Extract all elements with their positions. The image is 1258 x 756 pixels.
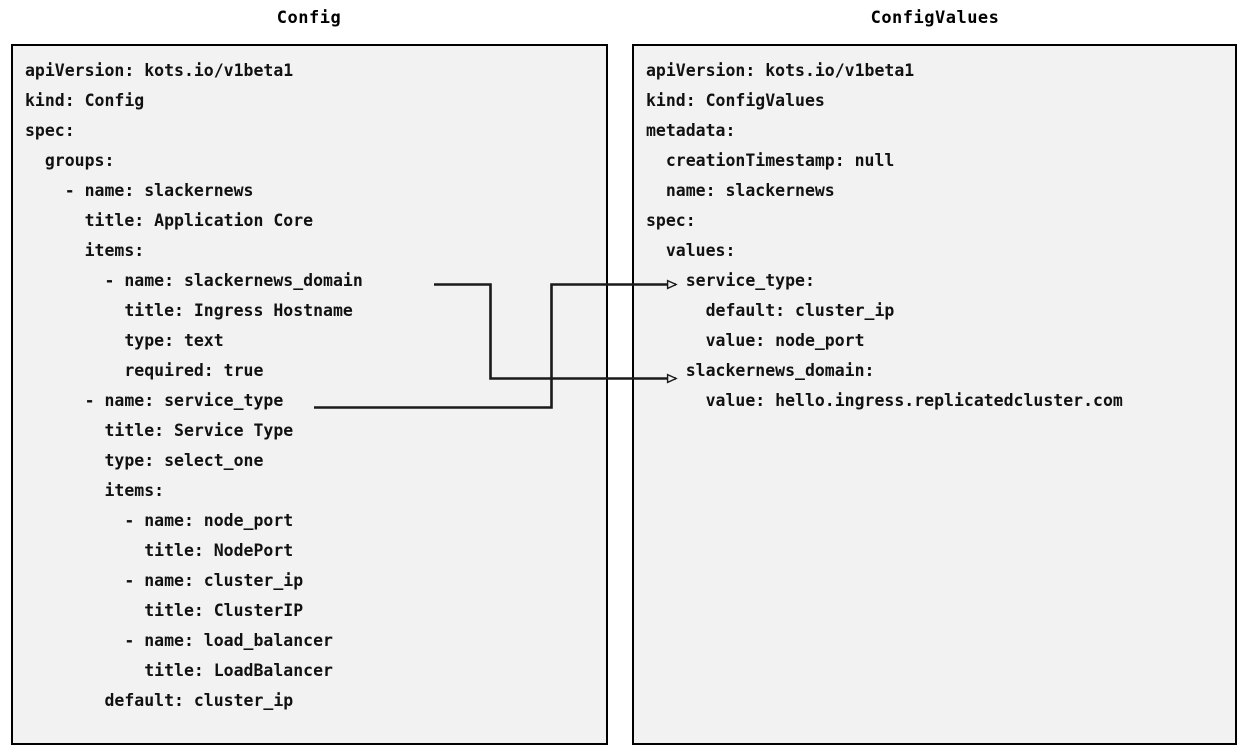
config-line-9: type: text (25, 331, 224, 350)
configvalues-line-8: default: cluster_ip (646, 301, 895, 320)
config-line-19: - name: load_balancer (25, 631, 333, 650)
configvalues-yaml-lines: apiVersion: kots.io/v1beta1 kind: ConfigV… (634, 46, 1235, 416)
config-line-1: kind: Config (25, 91, 145, 110)
config-line-18: title: ClusterIP (25, 601, 304, 620)
config-line-12: title: Service Type (25, 421, 294, 440)
configvalues-line-6: values: (646, 241, 736, 260)
configvalues-line-11: value: hello.ingress.replicatedcluster.c… (646, 391, 1123, 410)
config-line-0: apiVersion: kots.io/v1beta1 (25, 61, 294, 80)
config-line-7: - name: slackernews_domain (25, 271, 363, 290)
config-line-6: items: (25, 241, 145, 260)
config-line-21: default: cluster_ip (25, 691, 294, 710)
configvalues-line-0: apiVersion: kots.io/v1beta1 (646, 61, 915, 80)
configvalues-line-2: metadata: (646, 121, 736, 140)
config-line-13: type: select_one (25, 451, 264, 470)
config-line-10: required: true (25, 361, 264, 380)
configvalues-line-7: service_type: (646, 271, 815, 290)
config-line-4: - name: slackernews (25, 181, 254, 200)
config-yaml-lines: apiVersion: kots.io/v1beta1 kind: Config s… (13, 46, 606, 716)
config-line-17: - name: cluster_ip (25, 571, 304, 590)
config-line-3: groups: (25, 151, 115, 170)
panel-title-config: Config (276, 8, 342, 28)
config-line-16: title: NodePort (25, 541, 294, 560)
config-line-5: title: Application Core (25, 211, 314, 230)
configvalues-line-1: kind: ConfigValues (646, 91, 825, 110)
configvalues-yaml-panel: apiVersion: kots.io/v1beta1 kind: ConfigV… (632, 44, 1237, 745)
config-line-2: spec: (25, 121, 75, 140)
panel-title-configvalues: ConfigValues (870, 8, 1000, 28)
configvalues-line-10: slackernews_domain: (646, 361, 875, 380)
configvalues-line-4: name: slackernews (646, 181, 835, 200)
config-line-15: - name: node_port (25, 511, 294, 530)
configvalues-line-9: value: node_port (646, 331, 865, 350)
config-line-20: title: LoadBalancer (25, 661, 333, 680)
config-yaml-panel: apiVersion: kots.io/v1beta1 kind: Config s… (11, 44, 608, 745)
configvalues-line-3: creationTimestamp: null (646, 151, 895, 170)
config-line-11: - name: service_type (25, 391, 284, 410)
config-line-14: items: (25, 481, 165, 500)
configvalues-line-5: spec: (646, 211, 696, 230)
config-line-8: title: Ingress Hostname (25, 301, 353, 320)
